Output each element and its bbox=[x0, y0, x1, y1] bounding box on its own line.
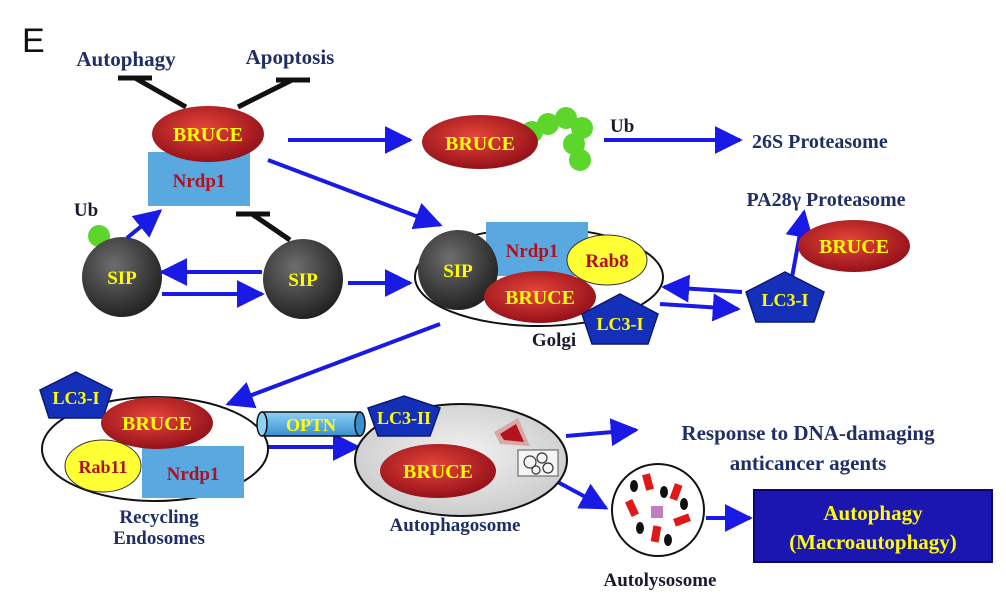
bruce-endosome bbox=[101, 397, 213, 449]
nrdp1-label-top: Nrdp1 bbox=[173, 171, 226, 192]
label-pa28-proteasome: PA28γ Proteasome bbox=[746, 189, 905, 211]
bruce-ub bbox=[422, 115, 538, 169]
sip-label-left: SIP bbox=[107, 268, 137, 289]
label-recycling: Recycling bbox=[119, 507, 199, 528]
bruce-golgi bbox=[484, 271, 596, 323]
lc3-i-endosome bbox=[39, 371, 113, 419]
bruce-label-pa28: BRUCE bbox=[819, 236, 889, 258]
ub-label-right: Ub bbox=[610, 116, 634, 137]
rab8-label: Rab8 bbox=[585, 251, 628, 272]
arrow-lc3-to-golgi bbox=[661, 274, 743, 303]
label-autophagy-top: Autophagy bbox=[76, 47, 176, 71]
nrdp1-box-endosome bbox=[142, 446, 244, 498]
label-response-line1: Response to DNA-damaging bbox=[681, 421, 935, 445]
endosome-membrane bbox=[41, 396, 269, 502]
lc3-i-label-golgi: LC3-I bbox=[596, 314, 643, 334]
nrdp1-label-endosome: Nrdp1 bbox=[167, 464, 220, 485]
label-response-line2: anticancer agents bbox=[730, 451, 887, 475]
label-golgi: Golgi bbox=[532, 330, 576, 351]
label-autophagosome: Autophagosome bbox=[390, 515, 521, 536]
arrows bbox=[125, 126, 814, 532]
label-26s-proteasome: 26S Proteasome bbox=[752, 131, 888, 153]
bruce-label-autophagosome: BRUCE bbox=[403, 461, 473, 483]
autolysosome-contents bbox=[624, 473, 691, 546]
nrdp1-label-golgi: Nrdp1 bbox=[506, 241, 559, 262]
label-apoptosis: Apoptosis bbox=[246, 45, 335, 69]
lc3-ii-autophagosome bbox=[367, 395, 441, 437]
arrow-to-autolysosome bbox=[553, 478, 609, 510]
bruce-top bbox=[152, 106, 264, 162]
arrow-golgi-to-lc3 bbox=[659, 293, 741, 322]
inhibit-apoptosis bbox=[236, 77, 310, 110]
ub-label-left: Ub bbox=[74, 200, 98, 221]
bruce-autophagosome bbox=[380, 444, 496, 498]
sip-label-golgi: SIP bbox=[443, 261, 473, 282]
panel-letter: E bbox=[22, 22, 45, 60]
cargo-aggregate bbox=[517, 449, 559, 477]
bruce-label-top: BRUCE bbox=[173, 124, 243, 146]
arrow-bruce-to-golgi bbox=[267, 158, 443, 230]
inhibit-autophagy bbox=[118, 75, 188, 110]
optn-label: OPTN bbox=[286, 415, 336, 435]
rab11 bbox=[64, 439, 142, 493]
arrow-to-response bbox=[565, 418, 639, 447]
sip-golgi bbox=[418, 230, 498, 310]
lc3-ii-label: LC3-II bbox=[377, 408, 431, 428]
inhibit-nrdp1 bbox=[236, 211, 292, 243]
sip-middle bbox=[263, 239, 343, 319]
outcome-line1: Autophagy bbox=[823, 501, 923, 525]
lc3-i-label-right: LC3-I bbox=[761, 290, 808, 310]
outcome-line2: (Macroautophagy) bbox=[789, 530, 957, 554]
lc3-i-golgi bbox=[581, 293, 659, 345]
arrow-sip-to-nrdp1 bbox=[125, 209, 163, 240]
bruce-label-golgi: BRUCE bbox=[505, 287, 575, 309]
lc3-i-right bbox=[745, 271, 825, 323]
label-autolysosome: Autolysosome bbox=[604, 570, 717, 591]
outcome-box bbox=[753, 489, 993, 563]
rab8 bbox=[566, 234, 648, 286]
bruce-label-ub: BRUCE bbox=[445, 133, 515, 155]
cargo-organelle bbox=[494, 418, 530, 446]
bruce-label-endosome: BRUCE bbox=[122, 413, 192, 435]
arrow-golgi-to-endosomes bbox=[225, 322, 441, 409]
lc3-i-label-endosome: LC3-I bbox=[52, 388, 99, 408]
sip-left bbox=[82, 237, 162, 317]
optn bbox=[256, 411, 366, 437]
sip-label-middle: SIP bbox=[288, 270, 318, 291]
label-endosomes: Endosomes bbox=[113, 528, 205, 549]
bruce-pa28 bbox=[798, 220, 910, 272]
rab11-label: Rab11 bbox=[78, 457, 127, 477]
